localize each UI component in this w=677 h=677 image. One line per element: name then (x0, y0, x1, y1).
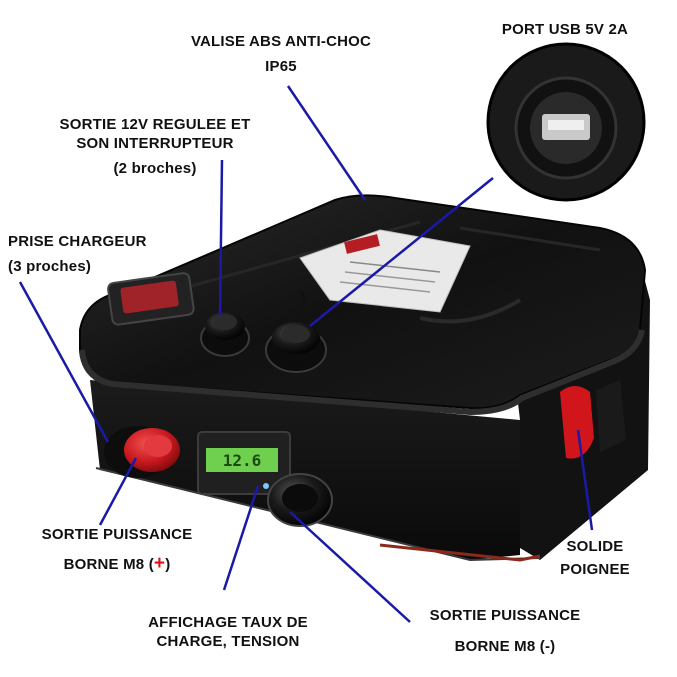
label-sortie-minus: SORTIE PUISSANCE BORNE M8 (-) (429, 607, 581, 655)
label-valise: VALISE ABS ANTI-CHOC IP65 (190, 33, 372, 75)
pointer-12v (218, 159, 224, 317)
label-usb: PORT USB 5V 2A (501, 21, 629, 38)
pointer-prise (18, 281, 110, 443)
display-readout: 12.6 (223, 451, 262, 470)
pointer-valise (286, 85, 367, 201)
carry-handle (560, 380, 626, 459)
positive-terminal (104, 426, 180, 478)
label-poignee: SOLIDE POIGNEE (560, 538, 630, 578)
label-sortie-12v: SORTIE 12V REGULEE ET SON INTERRUPTEUR (… (59, 116, 251, 177)
pointer-usb (309, 177, 494, 327)
charge-display: 12.6 (197, 431, 291, 495)
output-12v-connector (200, 312, 250, 357)
label-affichage: AFFICHAGE TAUX DE CHARGE, TENSION (148, 614, 308, 650)
label-prise-chargeur: PRISE CHARGEUR (3 proches) (8, 233, 147, 275)
usb-port (265, 288, 327, 373)
pointer-display (222, 485, 260, 591)
label-sortie-plus: SORTIE PUISSANCE BORNE M8 (+) (41, 526, 193, 574)
case-front (90, 380, 520, 560)
pointer-minus (289, 511, 411, 623)
pointer-lines (18, 85, 594, 623)
pointer-plus (98, 457, 138, 526)
spec-sticker (299, 229, 471, 313)
plus-sign: + (153, 553, 166, 574)
negative-terminal (267, 473, 333, 527)
usb-inset (486, 42, 646, 202)
charger-socket (107, 272, 195, 326)
pointer-handle (576, 429, 594, 531)
